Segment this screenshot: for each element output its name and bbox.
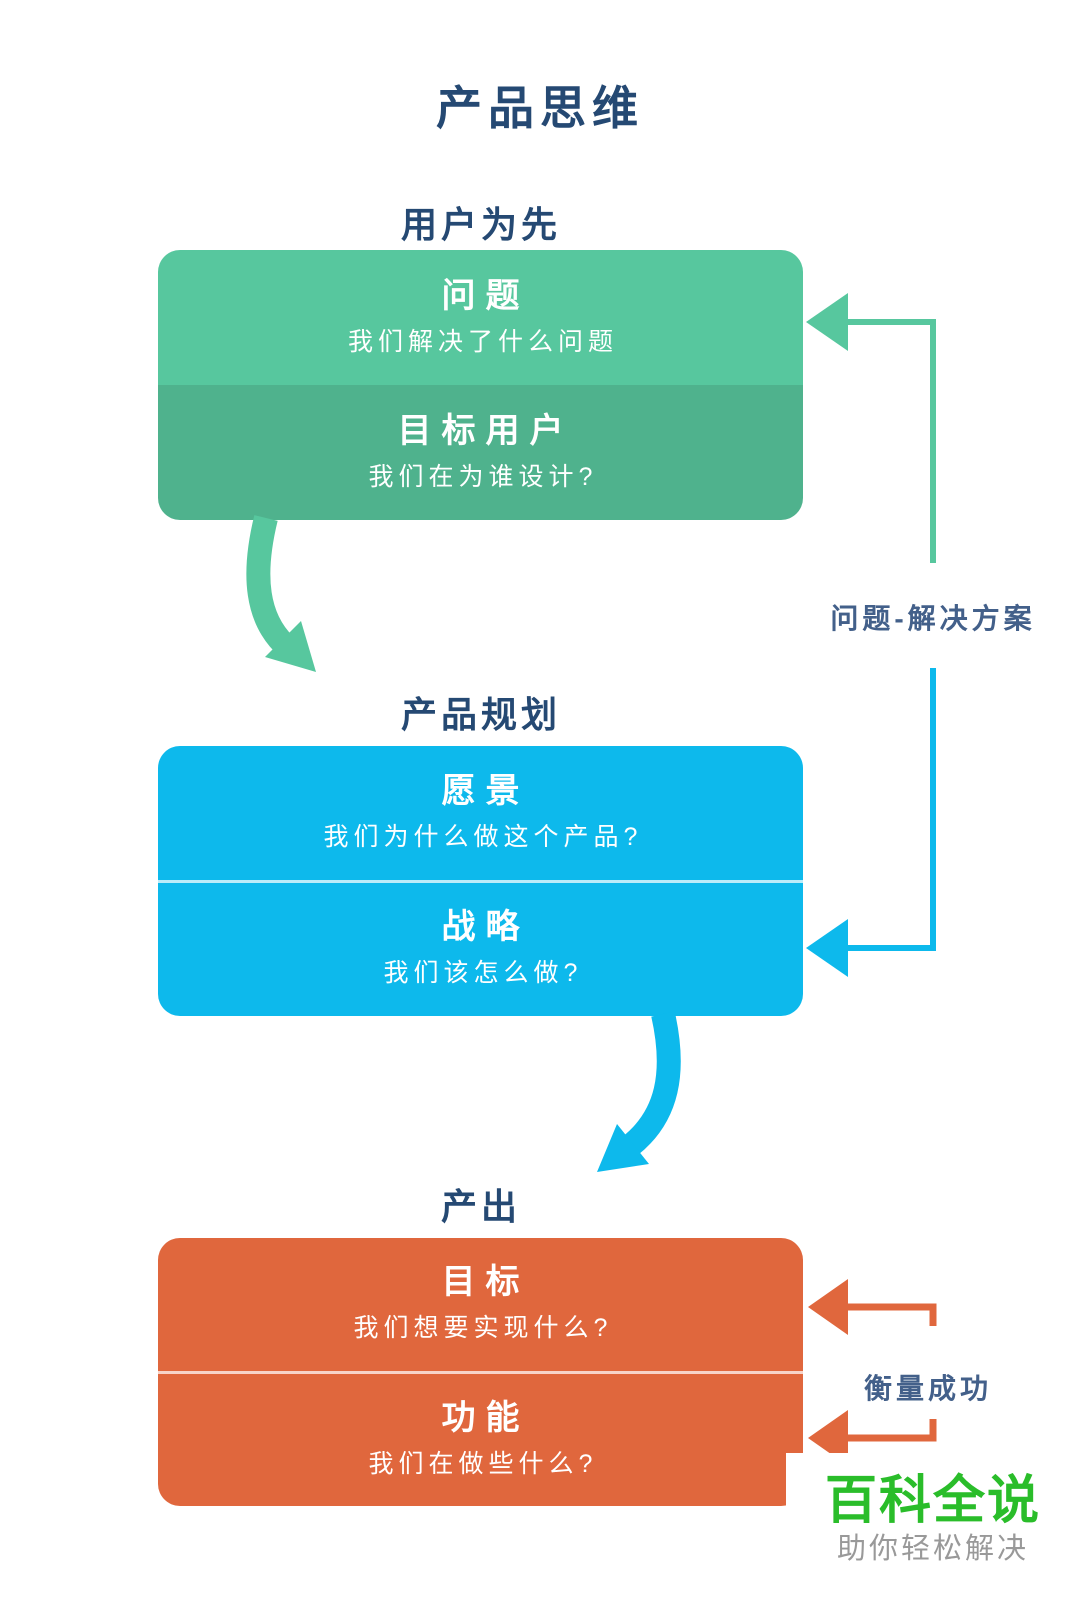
logo-name: 百科全说 — [824, 1472, 1041, 1530]
row-target-users-title: 目标用户 — [397, 411, 574, 450]
row-target-users-subtitle: 我们在为谁设计? — [368, 462, 598, 491]
row-features-subtitle: 我们在做些什么? — [368, 1449, 598, 1478]
box-users-first: 问题 我们解决了什么问题 目标用户 我们在为谁设计? — [158, 250, 803, 520]
row-strategy-subtitle: 我们该怎么做? — [383, 959, 583, 988]
problem-solution-line-green — [846, 319, 936, 563]
arrowhead-into-goals — [808, 1279, 848, 1335]
measure-success-line-bottom — [846, 1419, 937, 1442]
section-heading-users-first: 用户为先 — [400, 204, 561, 245]
row-goals-title: 目标 — [441, 1263, 530, 1302]
curved-arrow-down-blue-head — [597, 1124, 649, 1172]
section-heading-product-planning: 产品规划 — [400, 694, 561, 735]
row-goals-subtitle: 我们想要实现什么? — [353, 1314, 613, 1343]
row-problem: 问题 我们解决了什么问题 — [158, 250, 803, 385]
row-problem-subtitle: 我们解决了什么问题 — [347, 327, 618, 356]
row-problem-title: 问题 — [441, 276, 530, 315]
arrowhead-into-strategy — [806, 919, 848, 977]
curved-arrow-down-green — [246, 515, 297, 658]
row-vision-title: 愿景 — [441, 771, 530, 810]
label-measure-success: 衡量成功 — [863, 1373, 993, 1404]
logo-card: 百科全说 助你轻松解决 — [786, 1453, 1080, 1612]
measure-success-line-top — [846, 1303, 937, 1326]
curved-arrow-down-green-head — [265, 621, 316, 672]
row-vision-subtitle: 我们为什么做这个产品? — [323, 822, 643, 851]
box-product-planning: 愿景 我们为什么做这个产品? 战略 我们该怎么做? — [158, 746, 803, 1016]
box-output: 目标 我们想要实现什么? 功能 我们在做些什么? — [158, 1238, 803, 1506]
row-features: 功能 我们在做些什么? — [158, 1370, 803, 1506]
row-features-title: 功能 — [441, 1398, 530, 1437]
row-target-users: 目标用户 我们在为谁设计? — [158, 385, 803, 520]
row-vision: 愿景 我们为什么做这个产品? — [158, 746, 803, 880]
label-problem-solution: 问题-解决方案 — [830, 603, 1036, 634]
curved-arrow-down-blue — [622, 1011, 681, 1156]
logo-tagline: 助你轻松解决 — [836, 1533, 1029, 1565]
row-strategy: 战略 我们该怎么做? — [158, 879, 803, 1016]
arrowhead-into-problem — [806, 293, 848, 351]
section-heading-output: 产出 — [440, 1186, 521, 1227]
page-title: 产品思维 — [436, 82, 644, 134]
row-strategy-title: 战略 — [441, 908, 530, 947]
row-goals: 目标 我们想要实现什么? — [158, 1238, 803, 1371]
